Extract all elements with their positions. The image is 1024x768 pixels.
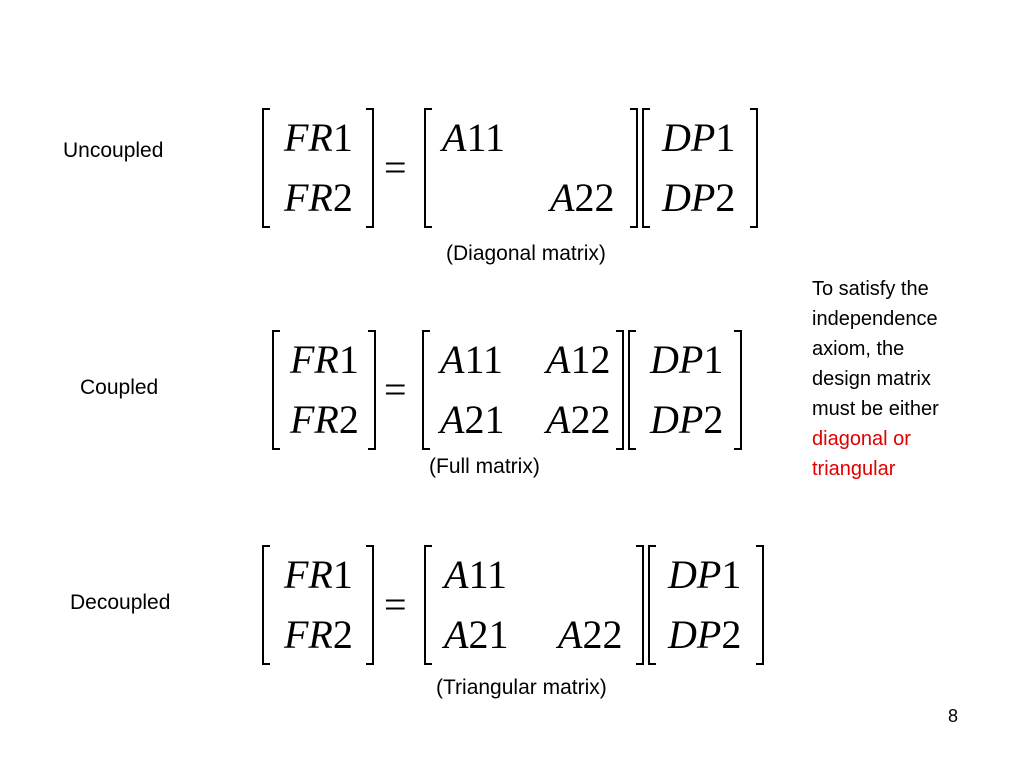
- dp1-cell: DP1: [662, 115, 736, 160]
- caption-triangular-matrix: (Triangular matrix): [436, 676, 607, 699]
- note-line: To satisfy the: [812, 278, 929, 300]
- a11-cell: A11: [440, 337, 503, 382]
- a12-cell: A12: [546, 337, 611, 382]
- note-line: axiom, the: [812, 338, 905, 360]
- fr1-cell: FR1: [284, 115, 353, 160]
- right-bracket: [368, 330, 376, 450]
- right-bracket: [366, 108, 374, 228]
- row-label-decoupled: Decoupled: [70, 591, 171, 614]
- a21-cell: A21: [440, 397, 505, 442]
- note-highlight-line: triangular: [812, 458, 896, 480]
- left-bracket: [424, 108, 432, 228]
- right-bracket: [636, 545, 644, 665]
- a11-cell: A11: [444, 552, 507, 597]
- fr2-cell: FR2: [290, 397, 359, 442]
- dp1-cell: DP1: [650, 337, 724, 382]
- caption-diagonal-matrix: (Diagonal matrix): [446, 242, 606, 265]
- fr2-cell: FR2: [284, 612, 353, 657]
- note-highlight-line: diagonal or: [812, 428, 911, 450]
- dp2-cell: DP2: [668, 612, 742, 657]
- left-bracket: [262, 108, 270, 228]
- equals-sign: =: [384, 582, 407, 627]
- right-bracket: [366, 545, 374, 665]
- fr1-cell: FR1: [284, 552, 353, 597]
- fr1-cell: FR1: [290, 337, 359, 382]
- a11-cell: A11: [442, 115, 505, 160]
- a21-cell: A21: [444, 612, 509, 657]
- dp2-cell: DP2: [662, 175, 736, 220]
- right-bracket: [750, 108, 758, 228]
- left-bracket: [648, 545, 656, 665]
- right-bracket: [616, 330, 624, 450]
- left-bracket: [272, 330, 280, 450]
- row-label-uncoupled: Uncoupled: [63, 139, 164, 162]
- dp2-cell: DP2: [650, 397, 724, 442]
- dp1-cell: DP1: [668, 552, 742, 597]
- note-line: design matrix: [812, 368, 931, 390]
- left-bracket: [262, 545, 270, 665]
- left-bracket: [628, 330, 636, 450]
- right-bracket: [756, 545, 764, 665]
- a22-cell: A22: [546, 397, 611, 442]
- equals-sign: =: [384, 145, 407, 190]
- left-bracket: [424, 545, 432, 665]
- fr2-cell: FR2: [284, 175, 353, 220]
- note-line: must be either: [812, 398, 939, 420]
- a22-cell: A22: [558, 612, 623, 657]
- independence-axiom-note: To satisfy the independence axiom, the d…: [812, 274, 1012, 484]
- right-bracket: [734, 330, 742, 450]
- page-number: 8: [948, 706, 959, 726]
- equals-sign: =: [384, 367, 407, 412]
- left-bracket: [642, 108, 650, 228]
- note-line: independence: [812, 308, 938, 330]
- caption-full-matrix: (Full matrix): [429, 455, 540, 478]
- left-bracket: [422, 330, 430, 450]
- row-label-coupled: Coupled: [80, 376, 159, 399]
- a22-cell: A22: [550, 175, 615, 220]
- right-bracket: [630, 108, 638, 228]
